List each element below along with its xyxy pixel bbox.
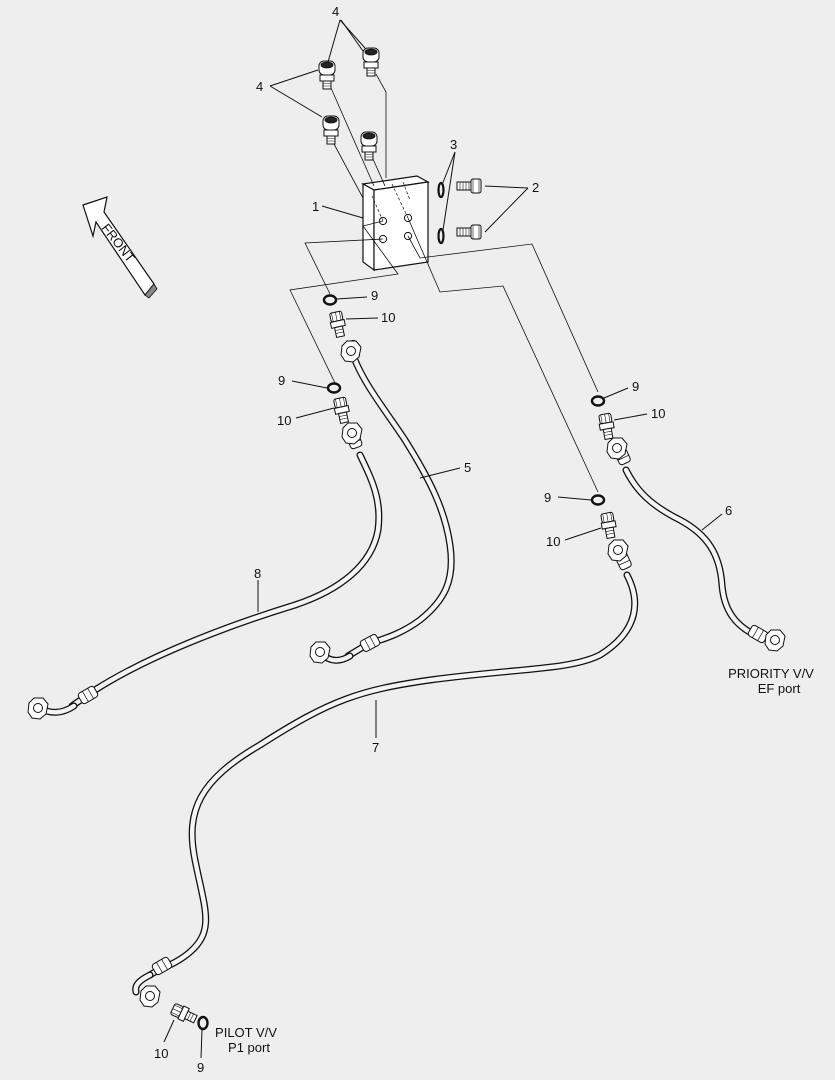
label-5: 5 [464,460,471,475]
plug-fitting-2 [318,60,336,90]
plug-fitting-3 [322,115,340,145]
connector-1 [327,310,348,339]
label-7: 7 [372,740,379,755]
oring-2 [326,382,342,394]
label-4-top: 4 [332,4,339,19]
label-1: 1 [312,199,319,214]
block-oring-top [437,181,445,199]
hose-7 [132,539,639,1008]
label-6: 6 [725,503,732,518]
label-9-e: 9 [197,1060,204,1075]
label-10-a: 10 [381,310,395,325]
assembly-lines [289,217,599,493]
priority-port-line1: PRIORITY V/V [728,666,814,681]
oring-1 [322,294,338,306]
priority-port-label: PRIORITY V/V EF port [728,666,814,696]
bolt-bottom [456,224,482,240]
connector-2 [331,396,352,425]
connector-3 [597,412,617,441]
label-10-e: 10 [154,1046,168,1061]
oring-3 [590,395,606,407]
label-8: 8 [254,566,261,581]
label-3: 3 [450,137,457,152]
hose-6 [606,437,786,652]
plug-fitting-1 [362,47,380,77]
oring-4 [590,494,606,506]
plug-alignment-lines [330,73,387,199]
connector-4 [599,511,619,540]
label-9-a: 9 [371,288,378,303]
block-oring-bottom [437,227,445,245]
pilot-port-label: PILOT V/V P1 port [215,1025,277,1055]
label-9-c: 9 [632,379,639,394]
connector-5 [169,1001,199,1027]
priority-port-line2: EF port [758,681,801,696]
front-arrow: FRONT [82,196,158,299]
front-arrow-label: FRONT [99,221,138,266]
oring-5 [197,1015,209,1031]
hose-5 [309,339,455,664]
label-9-d: 9 [544,490,551,505]
label-4-left: 4 [256,79,263,94]
label-2: 2 [532,180,539,195]
label-10-b: 10 [277,413,291,428]
label-10-c: 10 [651,406,665,421]
plug-fitting-4 [360,131,378,161]
bolt-top [456,178,482,194]
hose-8 [27,422,383,720]
label-10-d: 10 [546,534,560,549]
manifold-block [361,175,430,272]
pilot-port-line2: P1 port [228,1040,270,1055]
pilot-port-line1: PILOT V/V [215,1025,277,1040]
label-9-b: 9 [278,373,285,388]
